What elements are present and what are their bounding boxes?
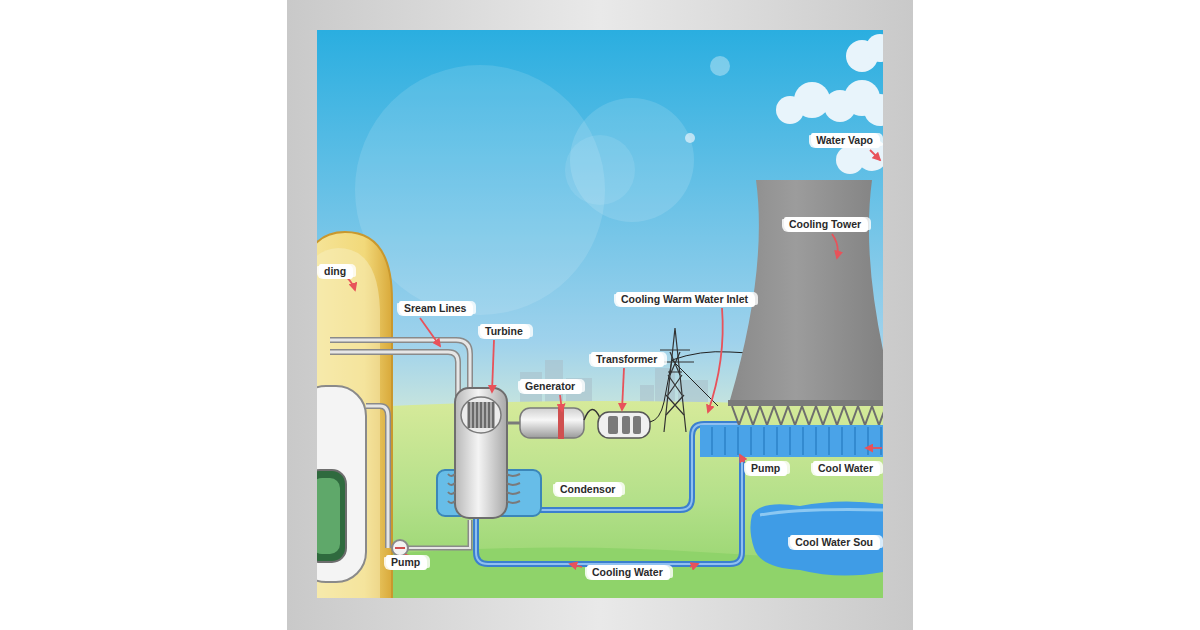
callout-label: Sream Lines [399,301,473,316]
tower-leg [760,406,774,425]
tower-leg [816,406,830,425]
basin-grid [737,427,739,455]
basin-grid [828,427,830,455]
basin-grid [711,427,713,455]
tower-leg [830,406,844,425]
tower-leg [802,406,816,425]
basin-grid [776,427,778,455]
turbine-blade [480,402,483,428]
turbine-blade [468,402,471,428]
condenser-coil [448,501,520,503]
callout-label: Pump [746,461,787,476]
callout-label: Water Vapo [811,133,880,148]
basin-grid [789,427,791,455]
condenser-coil [448,492,520,494]
condenser-coil [448,474,520,476]
tower-leg [732,406,746,425]
tower-leg [844,406,858,425]
condenser-coil [448,483,520,485]
callout-label: Cool Water Sou [790,535,880,550]
callout-label: Cooling Warm Water Inlet [616,292,755,307]
callout-label: Turbine [480,324,530,339]
basin-grid [867,427,869,455]
callout-label: Pump [386,555,427,570]
basin-grid [854,427,856,455]
turbine-blade [492,402,495,428]
basin-grid [815,427,817,455]
turbine-blade [472,402,475,428]
tower-leg [858,406,872,425]
callout-label: Generator [520,379,582,394]
callout-label: Condensor [555,482,622,497]
basin-grid [763,427,765,455]
basin-grid [880,427,882,455]
basin-grid [802,427,804,455]
callout-label: Cooling Tower [784,217,868,232]
tower-leg [788,406,802,425]
tower-leg [774,406,788,425]
tower-leg [872,406,883,425]
basin-grid [841,427,843,455]
turbine-blade [488,402,491,428]
basin-grid [750,427,752,455]
callout-label: Cooling Water [587,565,670,580]
turbine-blade [484,402,487,428]
turbine-blade [476,402,479,428]
basin-grid [724,427,726,455]
tower-leg [746,406,760,425]
callout-label: Cool Water [813,461,880,476]
callout-label: ding [319,264,353,279]
callout-label: Transformer [591,352,664,367]
